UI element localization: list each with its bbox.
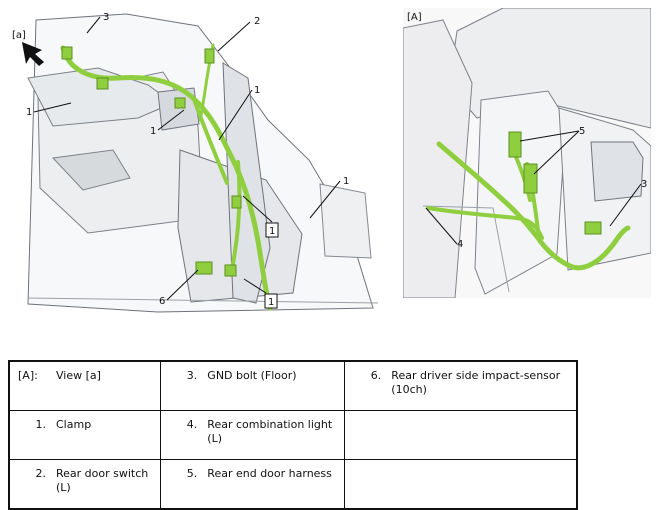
legend-text-3: GND bolt (Floor): [207, 369, 297, 382]
legend-cell-a: [A]: View [a]: [8, 360, 162, 411]
legend-table: [A]: View [a] 3. GND bolt (Floor) 6. Rea…: [8, 360, 578, 510]
right-view-illustration: [A] 5 3 4: [403, 8, 651, 298]
callout-1c: 1: [254, 85, 260, 96]
right-view-figure: [A] 5 3 4: [403, 8, 651, 298]
left-view-figure: [a] 3 2 1 1 1 1 1 1 6: [8, 8, 386, 320]
legend-row-3: 2. Rear door switch (L) 5. Rear end door…: [8, 459, 578, 510]
view-label-right: [A]: [407, 12, 422, 23]
legend-num-3: 3.: [186, 369, 198, 382]
callout-4: 4: [457, 239, 463, 250]
legend-empty-cell-1: [344, 410, 578, 460]
left-view-illustration: [a] 3 2 1 1 1 1 1 1 6: [8, 8, 386, 320]
legend-num-1: 1.: [35, 418, 47, 431]
callout-1b: 1: [150, 126, 156, 137]
legend-text-a: View [a]: [56, 369, 101, 382]
legend-cell-4: 4. Rear combination light (L): [160, 410, 346, 460]
callout-1f: 1: [268, 297, 274, 308]
view-a-label: [a]: [12, 30, 26, 41]
callout-1a: 1: [26, 107, 32, 118]
arrow-icon: [22, 42, 44, 66]
legend-num-4: 4.: [186, 418, 198, 431]
callout-6: 6: [159, 296, 165, 307]
legend-num-5: 5.: [186, 467, 198, 480]
callout-2-left: 2: [254, 16, 260, 27]
legend-text-2: Rear door switch (L): [56, 467, 149, 494]
legend-text-4: Rear combination light (L): [207, 418, 333, 445]
legend-cell-2: 2. Rear door switch (L): [8, 459, 162, 510]
legend-text-6: Rear driver side impact-sensor (10ch): [391, 369, 561, 396]
legend-text-1: Clamp: [56, 418, 92, 431]
legend-cell-5: 5. Rear end door harness: [160, 459, 346, 510]
legend-cell-1: 1. Clamp: [8, 410, 162, 460]
legend-row-1: [A]: View [a] 3. GND bolt (Floor) 6. Rea…: [8, 360, 578, 411]
legend-num-2: 2.: [35, 467, 47, 480]
callout-1e: 1: [269, 226, 275, 237]
callout-3-right: 3: [641, 179, 647, 190]
callout-3-left: 3: [103, 12, 109, 23]
legend-cell-6: 6. Rear driver side impact-sensor (10ch): [344, 360, 578, 411]
legend-num-6: 6.: [370, 369, 382, 382]
legend-text-5: Rear end door harness: [207, 467, 332, 480]
legend-empty-cell-2: [344, 459, 578, 510]
callout-1d: 1: [343, 176, 349, 187]
legend-cell-3: 3. GND bolt (Floor): [160, 360, 346, 411]
callout-5: 5: [579, 126, 585, 137]
legend-num-a: [A]:: [18, 369, 38, 382]
legend-row-2: 1. Clamp 4. Rear combination light (L): [8, 410, 578, 460]
